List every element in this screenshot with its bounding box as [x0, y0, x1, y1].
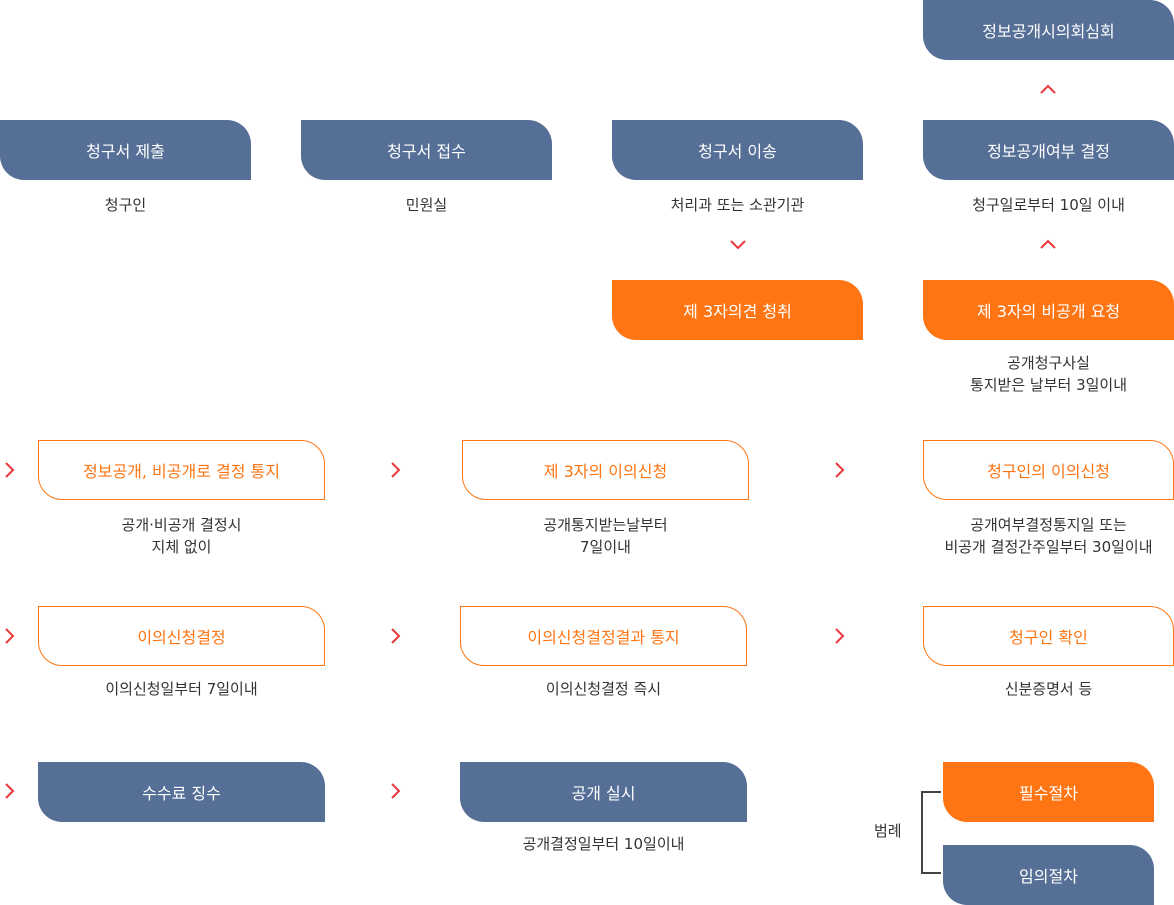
- desc-line: 지체 없이: [151, 538, 212, 556]
- legend-title: 범례: [874, 822, 902, 840]
- step-disclosure: 공개 실시: [460, 762, 747, 822]
- step-label: 제 3자의 이의신청: [543, 462, 668, 481]
- step-objection-decision: 이의신청결정: [38, 606, 325, 666]
- step-receive: 청구서 접수: [301, 120, 552, 180]
- step-label: 정보공개시의회심회: [982, 22, 1115, 41]
- step-council-review: 정보공개시의회심회: [923, 0, 1174, 60]
- chevron-down-icon: [727, 233, 749, 255]
- chevron-right-icon: [386, 780, 408, 802]
- step-label: 청구서 제출: [86, 142, 165, 161]
- step-label: 제 3자의 비공개 요청: [976, 302, 1121, 321]
- desc-line: 공개여부결정통지일 또는: [970, 516, 1127, 534]
- step-desc: 민원실: [405, 196, 448, 214]
- step-label: 수수료 징수: [142, 784, 221, 803]
- step-objection-result: 이의신청결정결과 통지: [460, 606, 747, 666]
- chevron-right-icon: [0, 459, 22, 481]
- chevron-right-icon: [0, 780, 22, 802]
- step-notify: 정보공개, 비공개로 결정 통지: [38, 440, 325, 500]
- step-label: 공개 실시: [571, 784, 636, 803]
- step-label: 청구서 접수: [387, 142, 466, 161]
- step-requester-objection: 청구인의 이의신청: [923, 440, 1174, 500]
- step-desc: 이의신청일부터 7일이내: [105, 680, 258, 698]
- step-desc: 청구일로부터 10일 이내: [972, 196, 1125, 214]
- step-fee: 수수료 징수: [38, 762, 325, 822]
- legend-label: 필수절차: [1019, 784, 1078, 803]
- chevron-right-icon: [386, 625, 408, 647]
- desc-line: 비공개 결정간주일부터 30일이내: [944, 538, 1153, 556]
- chevron-right-icon: [830, 625, 852, 647]
- desc-line: 통지받은 날부터 3일이내: [969, 376, 1128, 394]
- step-desc: 공개결정일부터 10일이내: [522, 835, 685, 853]
- step-third-party-opinion: 제 3자의견 청취: [612, 280, 863, 340]
- chevron-right-icon: [830, 459, 852, 481]
- step-submit: 청구서 제출: [0, 120, 251, 180]
- step-desc: 이의신청결정 즉시: [545, 680, 662, 698]
- chevron-up-icon: [1037, 78, 1059, 100]
- chevron-right-icon: [386, 459, 408, 481]
- step-requester-verify: 청구인 확인: [923, 606, 1174, 666]
- step-label: 이의신청결정: [137, 628, 226, 647]
- legend-optional: 임의절차: [943, 845, 1154, 905]
- step-label: 청구인의 이의신청: [987, 462, 1110, 481]
- step-label: 청구인 확인: [1009, 628, 1088, 647]
- step-label: 이의신청결정결과 통지: [527, 628, 680, 647]
- step-label: 정보공개여부 결정: [987, 142, 1110, 161]
- step-transfer: 청구서 이송: [612, 120, 863, 180]
- chevron-up-icon: [1037, 233, 1059, 255]
- chevron-right-icon: [0, 625, 22, 647]
- legend-required: 필수절차: [943, 762, 1154, 822]
- step-label: 청구서 이송: [698, 142, 777, 161]
- step-decision: 정보공개여부 결정: [923, 120, 1174, 180]
- step-desc: 처리과 또는 소관기관: [670, 196, 805, 214]
- desc-line: 공개통지받는날부터: [543, 516, 668, 534]
- step-desc: 청구인: [104, 196, 147, 214]
- step-desc: 공개통지받는날부터 7일이내: [462, 514, 749, 558]
- desc-line: 공개·비공개 결정시: [121, 516, 242, 534]
- legend-bracket: [921, 791, 941, 874]
- step-label: 제 3자의견 청취: [683, 302, 792, 321]
- desc-line: 공개청구사실: [1007, 354, 1090, 372]
- step-third-party-nondisclosure: 제 3자의 비공개 요청: [923, 280, 1174, 340]
- step-label: 정보공개, 비공개로 결정 통지: [83, 462, 280, 481]
- desc-line: 7일이내: [580, 538, 631, 556]
- step-third-party-objection: 제 3자의 이의신청: [462, 440, 749, 500]
- step-desc: 신분증명서 등: [1004, 680, 1093, 698]
- legend-label: 임의절차: [1019, 867, 1078, 886]
